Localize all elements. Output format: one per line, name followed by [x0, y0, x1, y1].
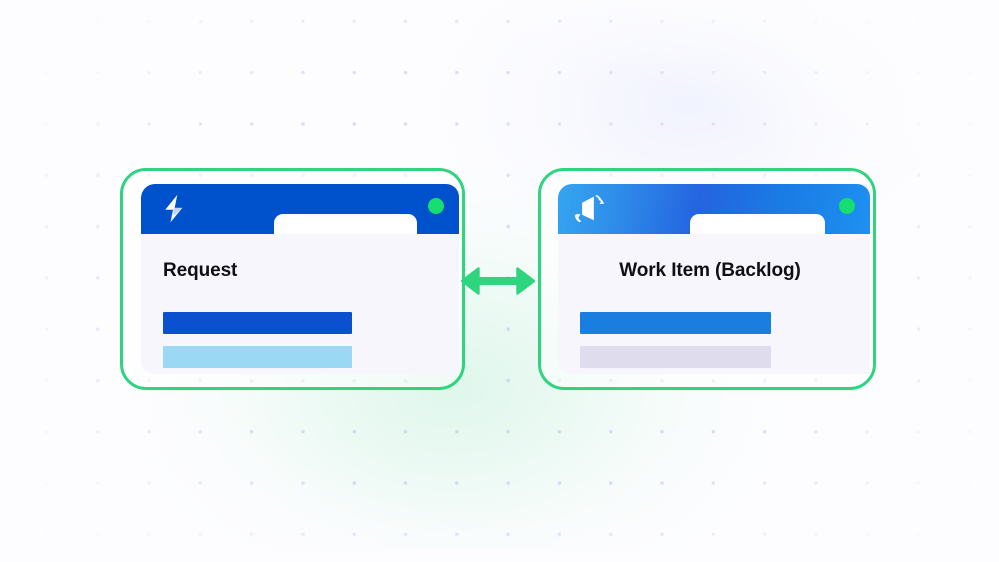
arrow-shaft	[476, 277, 520, 285]
jira-logo-icon	[155, 190, 193, 228]
window-body-azure-devops: Work Item (Backlog)	[558, 234, 870, 374]
header-tab-notch	[274, 214, 417, 236]
arrow-head-left	[460, 267, 480, 295]
window-header-azure-devops	[558, 184, 870, 236]
app-window-azure-devops: Work Item (Backlog)	[558, 184, 870, 374]
card-azure-devops-work-item[interactable]: Work Item (Backlog)	[538, 168, 876, 390]
arrow-head-right	[516, 267, 536, 295]
content-bar-primary	[163, 312, 352, 334]
header-tab-notch	[690, 214, 825, 236]
card-title-work-item: Work Item (Backlog)	[619, 260, 801, 281]
window-header-jira	[141, 184, 459, 236]
azure-devops-logo-icon	[572, 190, 610, 228]
content-bar-secondary	[163, 346, 352, 368]
content-bar-secondary	[580, 346, 771, 368]
app-window-jira: Request	[141, 184, 459, 374]
status-dot-connected	[428, 198, 444, 214]
content-bar-primary	[580, 312, 771, 334]
status-dot-connected	[839, 198, 855, 214]
window-body-jira: Request	[141, 234, 459, 374]
card-title-request: Request	[163, 260, 238, 281]
bidirectional-sync-arrow	[458, 262, 538, 300]
card-jira-request[interactable]: Request	[120, 168, 465, 390]
